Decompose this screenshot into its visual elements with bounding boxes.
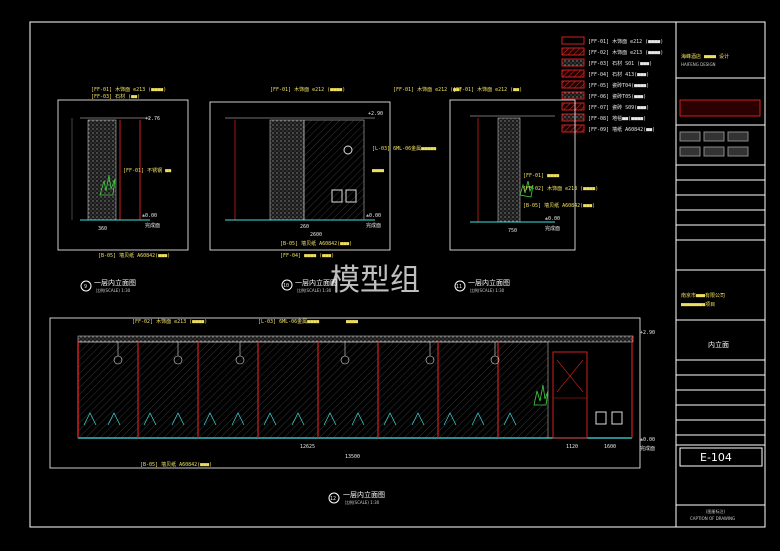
drawing-title: 内立面: [708, 340, 729, 349]
caption-en: CAPTION OF DRAWING: [690, 516, 735, 521]
v11-top-tag: [FF-01] 木饰面 e212 (■■): [453, 86, 522, 93]
v11-view-scale: 比例(SCALE) 1:30: [470, 287, 505, 293]
legend-item-5: [FF-05] 瓷砖T04(■■■■): [588, 82, 649, 89]
v11-view-title: 一层内立面图: [468, 278, 510, 287]
v12-elevation-top: +2.90: [640, 330, 655, 336]
legend-item-7: [FF-07] 瓷砖 S09(■■■): [588, 104, 649, 111]
elevation-view-10: [FF-01] 木饰面 e212 (■■■■) [FF-01] 木饰面 e212…: [209, 86, 462, 293]
legend-item-4: [FF-04] 石材 413(■■■): [588, 71, 649, 78]
v9-elevation-top: +2.76: [145, 116, 160, 122]
v10-floor-label: 完成面: [366, 222, 381, 229]
legend-item-2: [FF-02] 木饰面 e213 (■■■■): [588, 49, 663, 56]
v10-bottom-tag-1: [B-05] 墙贝纸 A60842(■■■): [280, 240, 352, 247]
v12-view-number: 12: [330, 496, 336, 502]
title-block: 海峰酒店 ■■■■ 设计 HAIFENG DESIGN 南京市■■■有限公司 ■…: [676, 53, 765, 521]
v9-floor-label: 完成面: [145, 222, 160, 229]
v11-view-number: 11: [456, 284, 462, 290]
v10-view-scale: 比例(SCALE) 1:30: [297, 287, 332, 293]
v11-bottom-tag: [B-05] 墙贝纸 A60842(■■■): [523, 202, 595, 209]
v9-bottom-tag: [B-05] 墙贝纸 A60842(■■■): [98, 252, 170, 259]
v11-elevation-floor: ±0.00: [545, 216, 560, 222]
v11-dim-width: 750: [508, 228, 517, 234]
firm-name: 海峰酒店 ■■■■ 设计: [681, 53, 729, 60]
plant-icon: [519, 180, 534, 198]
v10-view-title: 一层内立面图: [295, 278, 337, 287]
v10-dim-width: 2600: [310, 232, 322, 238]
v11-mid-tag-2: [FF-02] 木饰面 e213 (■■■■): [523, 185, 598, 192]
v9-tag-1: [FF-01] 木饰面 e213 (■■■■): [91, 86, 166, 93]
firm-stamp: [679, 99, 761, 117]
v12-top-tag-3: ■■■■: [346, 319, 358, 325]
drawing-number: E-104: [700, 451, 732, 464]
v10-view-number: 10: [283, 283, 289, 289]
legend-item-9: [FF-09] 墙纸 A60842(■■): [588, 126, 655, 133]
v10-callout-bubble: [281, 279, 293, 291]
v12-floor-label: 完成面: [640, 445, 655, 452]
v12-dim-a: 12625: [300, 444, 315, 450]
v12-top-tag-1: [FF-02] 木饰面 e213 (■■■■): [132, 318, 207, 325]
legend-item-3: [FF-03] 石材 S01 (■■■): [588, 60, 652, 67]
door: [552, 351, 588, 439]
legend-item-6: [FF-06] 瓷砖T05(■■■): [588, 93, 646, 100]
v10-elevation-top: +2.90: [368, 111, 383, 117]
v9-tag-2: [FF-03] 石材 (■■): [91, 93, 140, 100]
firm-name-en: HAIFENG DESIGN: [681, 62, 716, 67]
v9-view-number: 9: [84, 284, 87, 290]
v11-callout-bubble: [454, 280, 466, 292]
v11-mid-tag-1: [FF-01] ■■■■: [523, 173, 559, 179]
v12-dim-total: 13500: [345, 454, 360, 460]
v12-bottom-tag: [B-05] 墙贝纸 A60842(■■■): [140, 461, 212, 468]
elevation-view-11: [FF-01] 木饰面 e212 (■■) [FF-01] ■■■■ [FF-0…: [449, 86, 598, 293]
v12-dim-c: 1600: [604, 444, 616, 450]
v12-callout-bubble: [328, 492, 340, 504]
v10-side-tag-1: [L-03] 6ML-06金属■■■■■: [372, 145, 436, 152]
v12-dim-b: 1120: [566, 444, 578, 450]
watermark: 模型组: [330, 263, 420, 298]
v10-dim-width-2: 260: [300, 224, 309, 230]
project-name: 南京市■■■有限公司: [681, 292, 725, 299]
v9-view-title: 一层内立面图: [94, 278, 136, 287]
v12-elevation-floor: ±0.00: [640, 437, 655, 443]
v10-bottom-tag-2: [FF-04] ■■■■ (■■■): [280, 253, 334, 259]
v11-floor-label: 完成面: [545, 225, 560, 232]
elevation-view-12: [FF-02] 木饰面 e213 (■■■■) [L-03] 6ML-06金属■…: [49, 317, 655, 505]
furniture-row: [83, 412, 517, 426]
v9-dim-width: 360: [98, 226, 107, 232]
v10-side-tag-2: ■■■■: [372, 168, 384, 174]
v12-top-tag-2: [L-03] 6ML-06金属■■■■: [258, 318, 319, 325]
elevation-view-9: [FF-01] 木饰面 e213 (■■■■) [FF-03] 石材 (■■) …: [57, 86, 189, 293]
material-legend: [FF-01] 木饰面 e212 (■■■■) [FF-02] 木饰面 e213…: [561, 36, 663, 133]
v9-view-scale: 比例(SCALE) 1:30: [96, 287, 131, 293]
v9-callout-bubble: [80, 280, 92, 292]
legend-item-8: [FF-08] 地毯■■(■■■■): [588, 115, 646, 122]
v9-elevation-floor: ±0.00: [142, 213, 157, 219]
pendant-lights: [113, 342, 500, 365]
project-subname: ■■■■■■■■项目: [681, 302, 715, 308]
v10-top-tag-2: [FF-01] 木饰面 e212 (■■): [393, 86, 462, 93]
sheet-border: [29, 21, 766, 528]
plant-icon: [533, 384, 549, 406]
v10-top-tag-1: [FF-01] 木饰面 e212 (■■■■): [270, 86, 345, 93]
v12-view-scale: 比例(SCALE) 1:30: [345, 499, 380, 505]
v10-elevation-floor: ±0.00: [366, 213, 381, 219]
caption-cn: (图册标注): [706, 508, 726, 514]
v12-view-title: 一层内立面图: [343, 490, 385, 499]
legend-item-1: [FF-01] 木饰面 e212 (■■■■): [588, 38, 663, 45]
plant-icon: [99, 174, 116, 196]
v9-side-tag: [FF-01] 不锈钢 ■■: [123, 167, 171, 174]
